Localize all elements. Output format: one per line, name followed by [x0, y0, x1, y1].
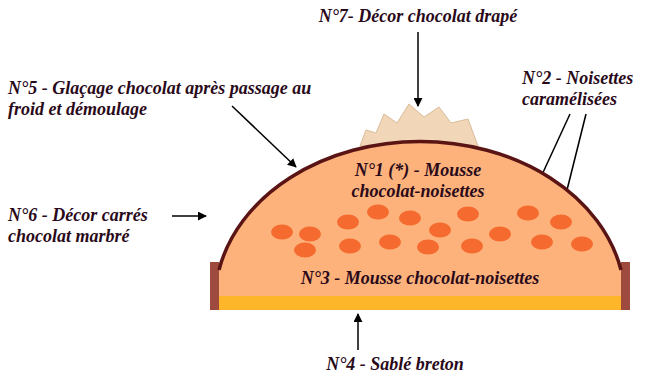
label-holder: N°5 - Glaçage chocolat après passage au …	[8, 78, 330, 120]
caramelised-hazelnut	[379, 235, 401, 250]
text-holder: N°3 - Mousse chocolat-noisettes	[210, 268, 630, 289]
caramelised-hazelnut	[337, 215, 359, 230]
text-holder: N°1 (*) - Mousse chocolat-noisettes	[328, 160, 508, 202]
mousse-dome: N°1 (*) - Mousse chocolat-noisettesN°3 -…	[210, 138, 630, 296]
caramelised-hazelnut	[294, 243, 316, 258]
layer-label: N°1 (*) - Mousse chocolat-noisettes	[328, 160, 508, 202]
caramelised-hazelnut	[461, 239, 483, 254]
caramelised-hazelnut	[339, 239, 361, 254]
callout-label: N°5 - Glaçage chocolat après passage au …	[8, 78, 330, 120]
callout-label: N°2 - Noisettes caramélisées	[522, 68, 662, 110]
caramelised-hazelnut	[299, 227, 321, 242]
sable-layer	[219, 294, 621, 310]
callout-label: N°7- Décor chocolat drapé	[300, 6, 536, 27]
caramelised-hazelnut	[517, 206, 539, 221]
caramelised-hazelnut	[457, 207, 479, 222]
leader-line	[172, 215, 206, 217]
layer-label: N°3 - Mousse chocolat-noisettes	[210, 268, 630, 289]
leader-line	[232, 106, 296, 167]
caramelised-hazelnut	[531, 235, 553, 250]
label-holder: N°7- Décor chocolat drapé	[300, 6, 536, 27]
label-holder: N°2 - Noisettes caramélisées	[522, 68, 662, 110]
chocolate-glaze	[219, 141, 621, 270]
caramelised-hazelnut	[550, 215, 572, 230]
callout-label: N°6 - Décor carrés chocolat marbré	[8, 205, 168, 247]
caramelised-hazelnut	[417, 240, 439, 255]
leader-line	[417, 32, 419, 106]
leader-line	[357, 314, 359, 350]
label-holder: N°4 - Sablé breton	[300, 354, 490, 375]
draped-chocolate	[360, 104, 478, 146]
label-holder: N°6 - Décor carrés chocolat marbré	[8, 205, 168, 247]
caramelised-hazelnut	[399, 211, 421, 226]
caramelised-hazelnut	[367, 205, 389, 220]
caramelised-hazelnut	[429, 223, 451, 238]
callout-label: N°4 - Sablé breton	[300, 354, 490, 375]
caramelised-hazelnut	[271, 225, 293, 240]
caramelised-hazelnut	[489, 227, 511, 242]
caramelised-hazelnut	[571, 237, 593, 252]
